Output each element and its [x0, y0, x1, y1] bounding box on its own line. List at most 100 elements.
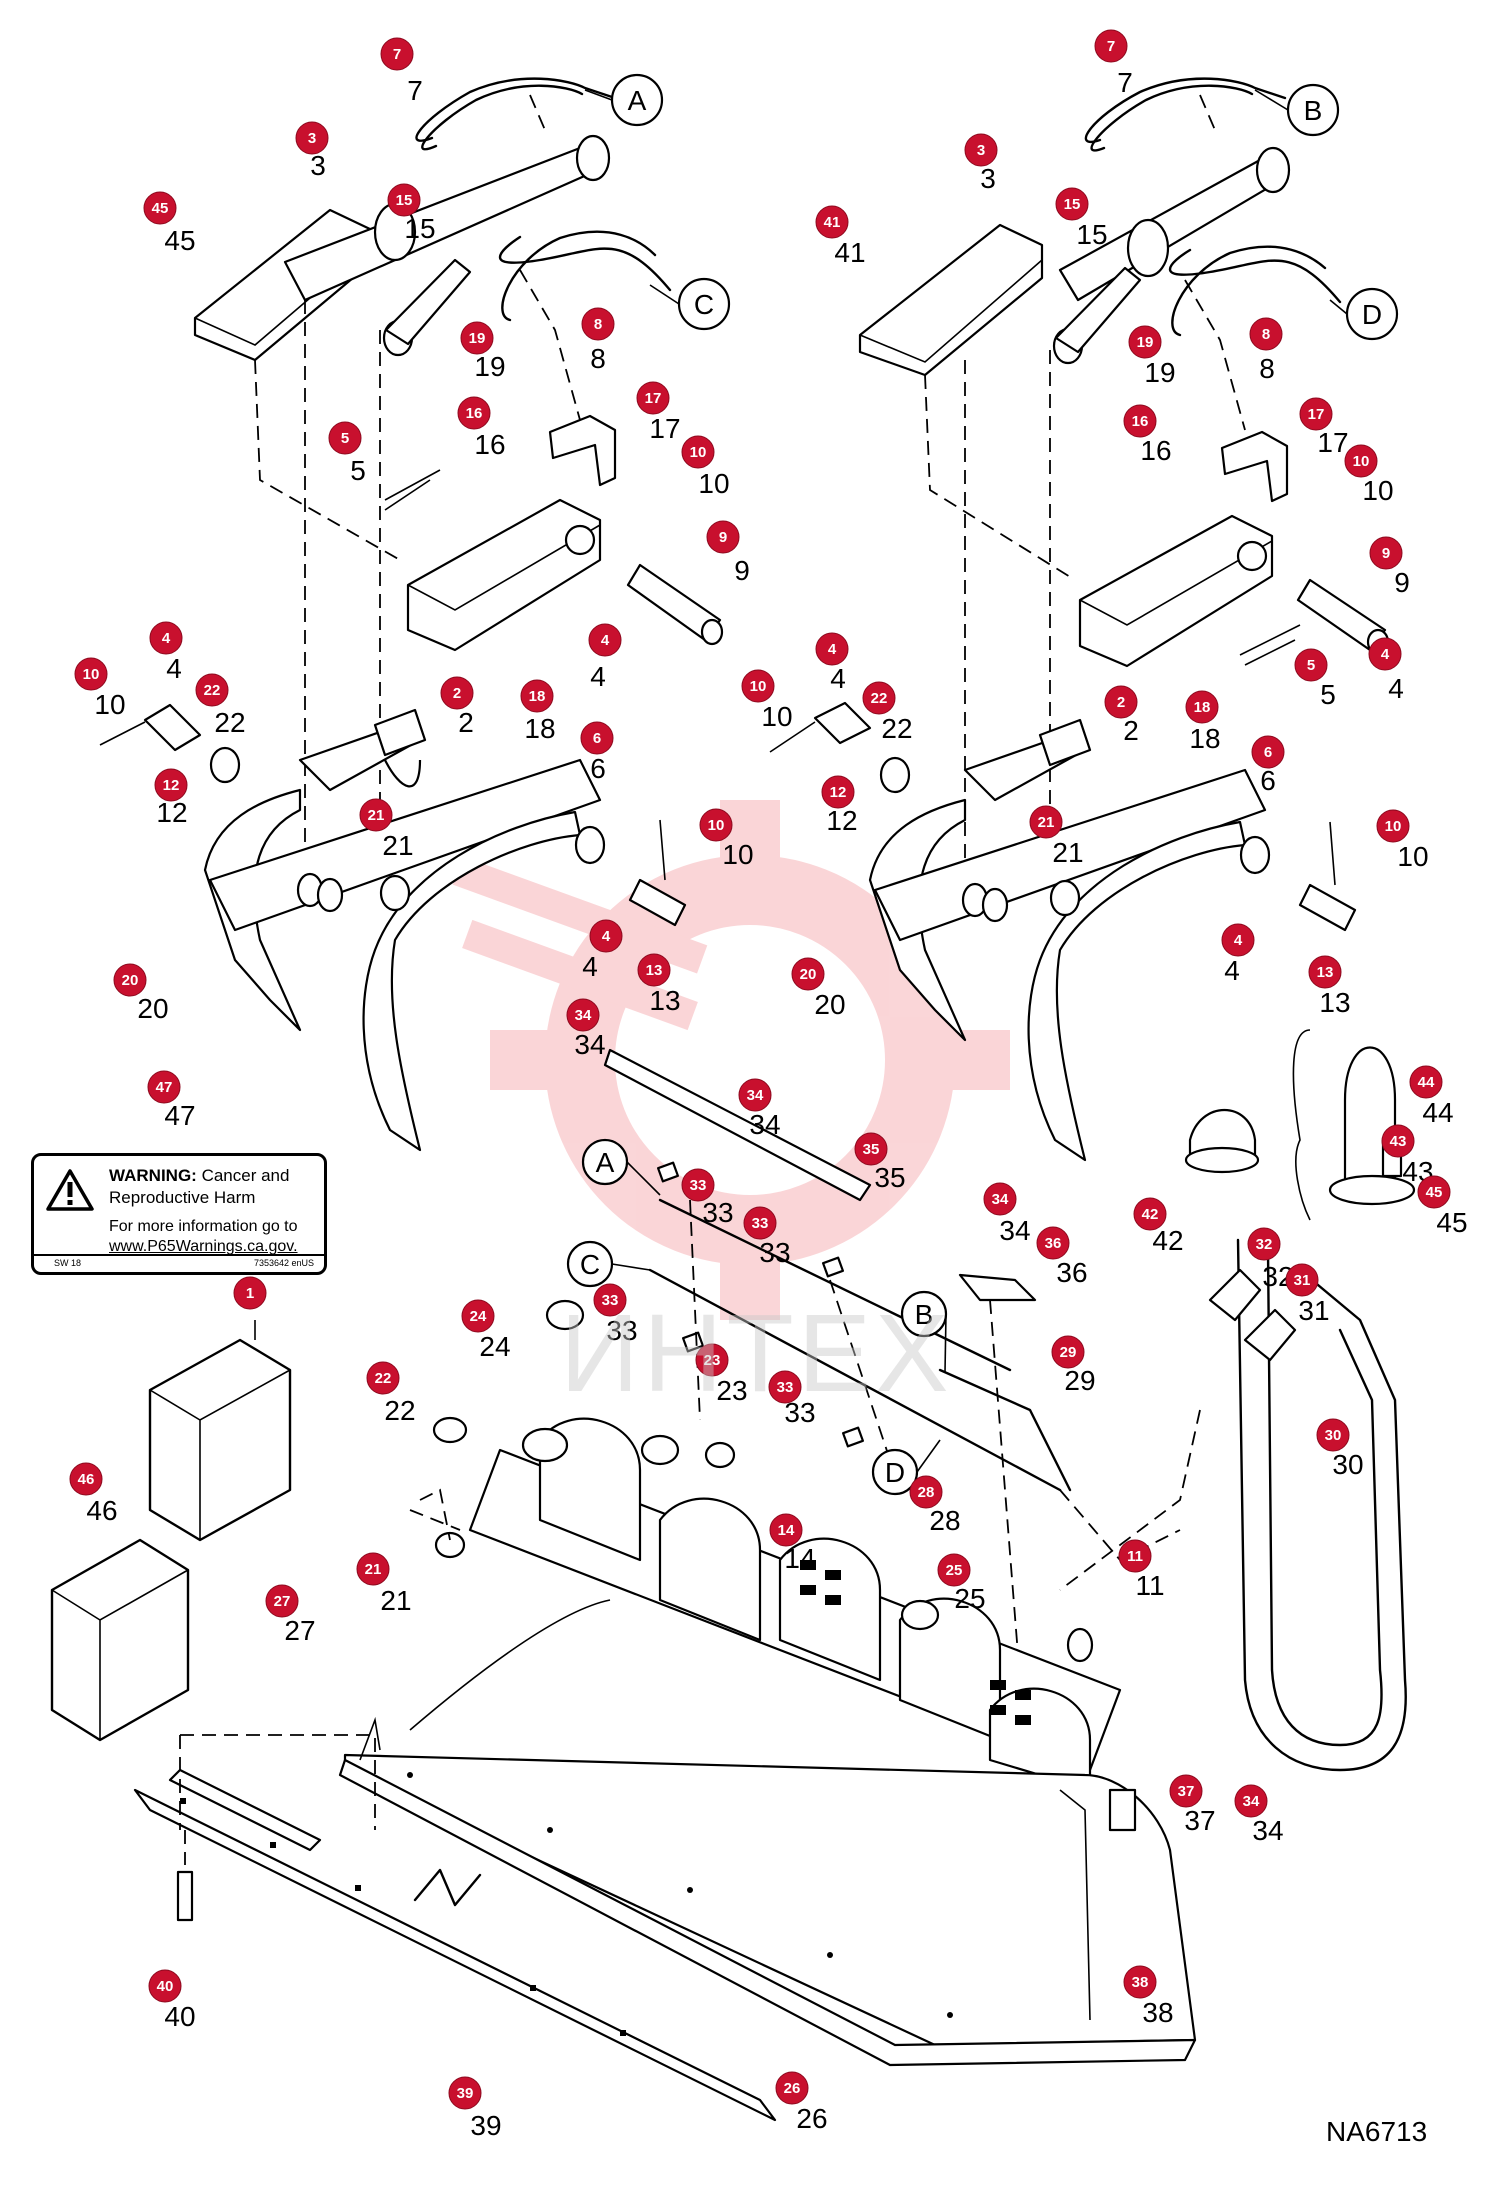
package-box-1 — [148, 1320, 292, 1542]
callout-marker — [741, 669, 775, 703]
callout-tag-label: 20 — [800, 966, 817, 983]
part-number-label: 13 — [649, 985, 680, 1016]
callout-marker — [448, 2076, 482, 2110]
callout-tag-label: 13 — [1317, 964, 1334, 981]
part-number-label: 5 — [350, 455, 366, 486]
callout-tag-label: 13 — [646, 962, 663, 979]
callout-marker — [1123, 1965, 1157, 1999]
callout-marker — [588, 623, 622, 657]
part-number-label: 6 — [590, 753, 606, 784]
part-number-label: 20 — [814, 989, 845, 1020]
bolt-40 — [176, 1870, 194, 1922]
callout-tag-label: 34 — [747, 1087, 764, 1104]
callout-marker — [113, 963, 147, 997]
part-number-label: 34 — [749, 1109, 780, 1140]
callout-tag-label: 33 — [602, 1292, 619, 1309]
part-number-label: 16 — [474, 429, 505, 460]
callout-marker — [1123, 404, 1157, 438]
callout-tag-label: 32 — [1256, 1236, 1273, 1253]
part-number-label: 36 — [1056, 1257, 1087, 1288]
warning-code-left: SW 18 — [54, 1258, 82, 1268]
callout-marker — [1128, 325, 1162, 359]
callout-tag-label: 46 — [78, 1471, 95, 1488]
part-number-label: 33 — [702, 1197, 733, 1228]
callout-tag-label: 24 — [470, 1308, 487, 1325]
callout-marker — [356, 1552, 390, 1586]
callout-tag-label: 10 — [1385, 818, 1402, 835]
warning-label-47: WARNING: Cancer and Reproductive Harm Fo… — [31, 1153, 327, 1275]
callout-tag-label: 6 — [593, 730, 601, 747]
connector-a-mid: A — [581, 1138, 629, 1186]
part-number-label: 3 — [310, 150, 326, 181]
callout-tag-label: 27 — [274, 1593, 291, 1610]
callout-2: 22 — [1104, 685, 1139, 746]
bracket-17-right — [1220, 430, 1289, 503]
warning-info: For more information go to — [109, 1218, 298, 1235]
warning-url-link[interactable]: www.P65Warnings.ca.gov. — [109, 1238, 298, 1255]
callout-tag-label: 4 — [828, 641, 837, 658]
callout-2: 22 — [440, 676, 474, 738]
callout-tag-label: 6 — [1264, 744, 1272, 761]
grapple-20-right — [868, 718, 1271, 1162]
part-number-label: 33 — [759, 1237, 790, 1268]
callout-7: 77 — [380, 37, 423, 106]
callout-tag-label: 25 — [946, 1562, 963, 1579]
callout-tag-label: 16 — [466, 405, 483, 422]
callout-marker — [681, 435, 715, 469]
callout-tag-label: 47 — [156, 1079, 173, 1096]
callout-marker — [233, 1276, 267, 1310]
connector-a-top: A — [610, 73, 664, 127]
callout-tag-label: 21 — [368, 807, 385, 824]
part-number-label: 10 — [698, 468, 729, 499]
callout-marker — [1055, 187, 1089, 221]
callout-marker — [328, 421, 362, 455]
callout-tag-label: 30 — [1325, 1427, 1342, 1444]
part-number-label: 46 — [86, 1495, 117, 1526]
svg-text:D: D — [1362, 299, 1382, 330]
tube-33-c — [648, 1268, 1062, 1492]
mount-16-left — [406, 498, 602, 652]
callout-marker — [195, 673, 229, 707]
callout-marker — [265, 1584, 299, 1618]
part-number-label: 9 — [734, 555, 750, 586]
grapple-20-left — [203, 708, 606, 1152]
connector-d-top: D — [1345, 287, 1399, 341]
watermark-text: ИНТЕХ — [560, 1292, 953, 1415]
callout-tag-label: 22 — [871, 690, 888, 707]
svg-text:B: B — [915, 1299, 934, 1330]
callout-marker — [636, 381, 670, 415]
callout-marker — [1249, 317, 1283, 351]
callout-6: 66 — [580, 721, 614, 784]
callout-marker — [1376, 809, 1410, 843]
callout-tag-label: 43 — [1390, 1133, 1407, 1150]
connector-b-top: B — [1286, 83, 1340, 137]
part-number-label: 6 — [1260, 765, 1276, 796]
part-number-label: 11 — [1135, 1570, 1164, 1601]
part-number-label: 35 — [874, 1162, 905, 1193]
drawing-id: NA6713 — [1326, 2116, 1428, 2147]
callout-tag-label: 45 — [152, 200, 169, 217]
part-number-label: 39 — [470, 2110, 501, 2141]
part-number-label: 13 — [1319, 987, 1350, 1018]
hose-7-left — [415, 77, 617, 142]
callout-tag-label: 22 — [204, 682, 221, 699]
callout-9: 99 — [1369, 536, 1410, 598]
callout-marker — [821, 775, 855, 809]
callout-marker — [520, 679, 554, 713]
callout-tag-label: 14 — [778, 1522, 795, 1539]
callout-tag-label: 10 — [1353, 453, 1370, 470]
callout-marker — [1299, 397, 1333, 431]
